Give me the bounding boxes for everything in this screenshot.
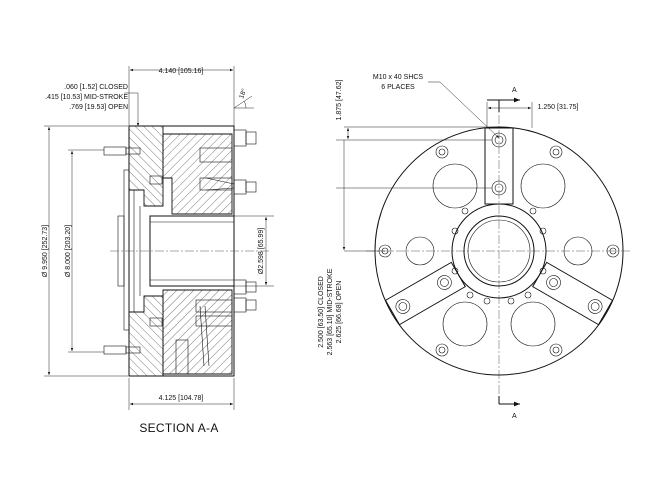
stroke-open: .769 [19.53] OPEN: [69, 104, 128, 111]
fastener-title: M10 x 40 SHCS: [373, 74, 424, 81]
outer-diameter-label: Ø 9.950 [252.73]: [42, 225, 49, 277]
jaw-stroke-closed: 2.500 [63.50] CLOSED: [318, 276, 325, 348]
stroke-note: .060 [1.52] CLOSED .415 [10.53] MID-STRO…: [45, 84, 140, 126]
stroke-mid: .415 [10.53] MID-STROKE: [45, 94, 128, 101]
bolt-circle-dimension: Ø 8.000 [203.20]: [65, 149, 104, 353]
fastener-note: M10 x 40 SHCS 6 PLACES: [373, 74, 500, 139]
bottom-width-dimension: 4.125 [104.78]: [128, 378, 235, 410]
jaw-top: [484, 127, 514, 205]
jaw-stroke-mid: 2.563 [65.10] MID-STROKE: [327, 268, 334, 355]
top-height-dimension: 1.875 [47.62]: [336, 80, 499, 189]
top-width-dimension: 4.140 [105.16]: [128, 66, 235, 126]
front-view: A A 1.250 [31.75] M10 x 40 SHCS 6 PLACES: [318, 74, 632, 420]
chuck-body-section: [110, 125, 270, 377]
bore-dimension: Ø2.598 [65.99]: [234, 215, 274, 287]
jaw-lower-left: [532, 261, 614, 326]
mounting-holes: [378, 145, 620, 357]
section-view: 4.140 [105.16] .060 [1.52] CLOSED .415 […: [42, 66, 274, 435]
bolt-circle-label: Ø 8.000 [203.20]: [65, 225, 72, 277]
jaw-lower-right: [384, 261, 466, 326]
bottom-width-label: 4.125 [104.78]: [159, 395, 204, 402]
bore-label: Ø2.598 [65.99]: [258, 228, 265, 274]
cut-label-bottom: A: [512, 413, 517, 420]
offset-dimension: 1.250 [31.75]: [486, 102, 579, 128]
offset-label: 1.250 [31.75]: [538, 104, 579, 111]
jaw-stroke-dimension: 2.500 [63.50] CLOSED 2.563 [65.10] MID-S…: [318, 140, 385, 355]
pockets: [405, 163, 593, 347]
section-caption: SECTION A-A: [139, 421, 218, 435]
top-height-label: 1.875 [47.62]: [336, 80, 343, 121]
fastener-count: 6 PLACES: [381, 84, 415, 91]
angle-label: 18°: [237, 87, 248, 99]
stroke-closed: .060 [1.52] CLOSED: [64, 84, 128, 91]
cutting-plane: A A: [487, 87, 520, 420]
top-width-label: 4.140 [105.16]: [159, 68, 204, 75]
cut-label-top: A: [512, 87, 517, 94]
jaw-stroke-open: 2.625 [66.68] OPEN: [336, 281, 343, 344]
small-holes: [451, 207, 547, 305]
section-fittings: [205, 129, 257, 313]
angle-note: 18°: [233, 87, 254, 109]
section-bolts: [103, 146, 163, 355]
outer-diameter-dimension: Ø 9.950 [252.73]: [42, 125, 128, 377]
